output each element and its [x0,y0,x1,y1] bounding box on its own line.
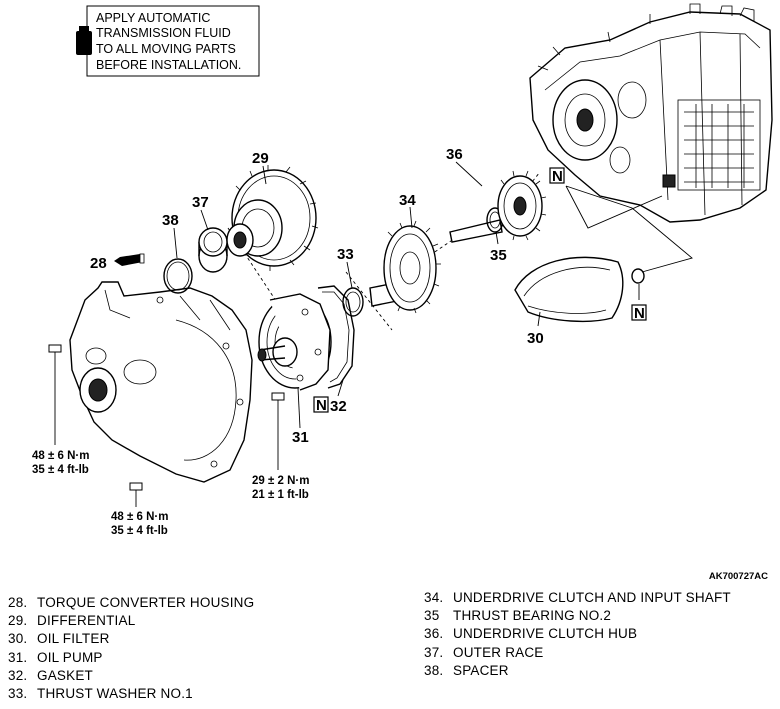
thrust-washer [342,287,364,317]
torque-middle-imperial: 21 ± 1 ft-lb [252,489,309,501]
note-line-4: BEFORE INSTALLATION. [96,58,241,72]
callout-32: 32 [330,398,347,415]
atf-note: APPLY AUTOMATIC TRANSMISSION FLUID TO AL… [76,5,260,77]
legend-item: 37.OUTER RACE [424,644,544,660]
legend-item: 29.DIFFERENTIAL [8,613,136,629]
leader-38 [173,227,178,259]
sealant-tube-icon [114,253,145,266]
spacer-ring [163,258,193,294]
legend-item: 38.SPACER [424,662,509,678]
parts-legend-left: 28.TORQUE CONVERTER HOUSING 29.DIFFERENT… [8,594,254,703]
underdrive-clutch-input-shaft [369,219,503,314]
outer-race [198,227,228,273]
svg-text:N: N [316,397,327,414]
leader-35 [495,231,499,245]
figure-code: AK700727AC [709,571,768,582]
legend-item: 31.OIL PUMP [8,649,103,665]
callout-37: 37 [192,194,209,211]
oil-pump [257,293,332,391]
svg-text:N: N [634,305,645,322]
bolt-middle [271,392,285,470]
oil-filter [514,256,624,323]
fluid-bottle-icon [76,26,92,55]
new-part-symbol-case: N [549,167,565,185]
new-part-symbol-gasket: N [313,396,329,414]
oil-filter-o-ring [631,268,645,284]
leader-29 [262,165,267,185]
note-line-1: APPLY AUTOMATIC [96,11,210,25]
bolt-left [48,344,62,445]
legend-item: 34.UNDERDRIVE CLUTCH AND INPUT SHAFT [424,590,731,605]
leader-37 [200,209,209,231]
legend-item: 28.TORQUE CONVERTER HOUSING [8,595,255,610]
leader-34 [409,206,413,229]
bolt-bottom [129,482,143,507]
callout-31: 31 [292,429,309,446]
torque-bottom-imperial: 35 ± 4 ft-lb [111,525,168,537]
note-box [86,5,260,77]
callout-34: 34 [399,192,416,209]
underdrive-clutch-hub [497,170,547,241]
callout-35: 35 [490,247,507,264]
torque-converter-housing [69,281,253,483]
differential [226,165,319,271]
torque-left-metric: 48 ± 6 N·m [32,450,89,462]
legend-item: 36.UNDERDRIVE CLUTCH HUB [424,626,638,642]
legend-item: 33.THRUST WASHER NO.1 [8,686,193,702]
transaxle-case [529,3,773,223]
new-part-symbol-o-ring: N [631,304,647,322]
callout-29: 29 [252,150,269,167]
leader-32 [337,379,344,397]
callout-38: 38 [162,212,179,229]
leader-31 [297,387,301,429]
leader-33 [346,261,353,289]
callout-28: 28 [90,255,107,272]
pump-gasket [317,285,355,389]
callout-33: 33 [337,246,354,263]
leader-case-n [565,185,693,273]
torque-left-imperial: 35 ± 4 ft-lb [32,464,89,476]
callout-30: 30 [527,330,544,347]
legend-item: 32.GASKET [8,667,93,683]
torque-middle-metric: 29 ± 2 N·m [252,475,309,487]
legend-item: 30.OIL FILTER [8,631,110,647]
svg-text:N: N [552,168,563,185]
torque-bottom-metric: 48 ± 6 N·m [111,511,168,523]
note-line-3: TO ALL MOVING PARTS [96,42,236,56]
leader-30 [537,311,541,327]
alignment-lines [227,171,541,331]
callout-36: 36 [446,146,463,163]
note-line-2: TRANSMISSION FLUID [96,26,231,40]
leader-36 [455,161,483,187]
